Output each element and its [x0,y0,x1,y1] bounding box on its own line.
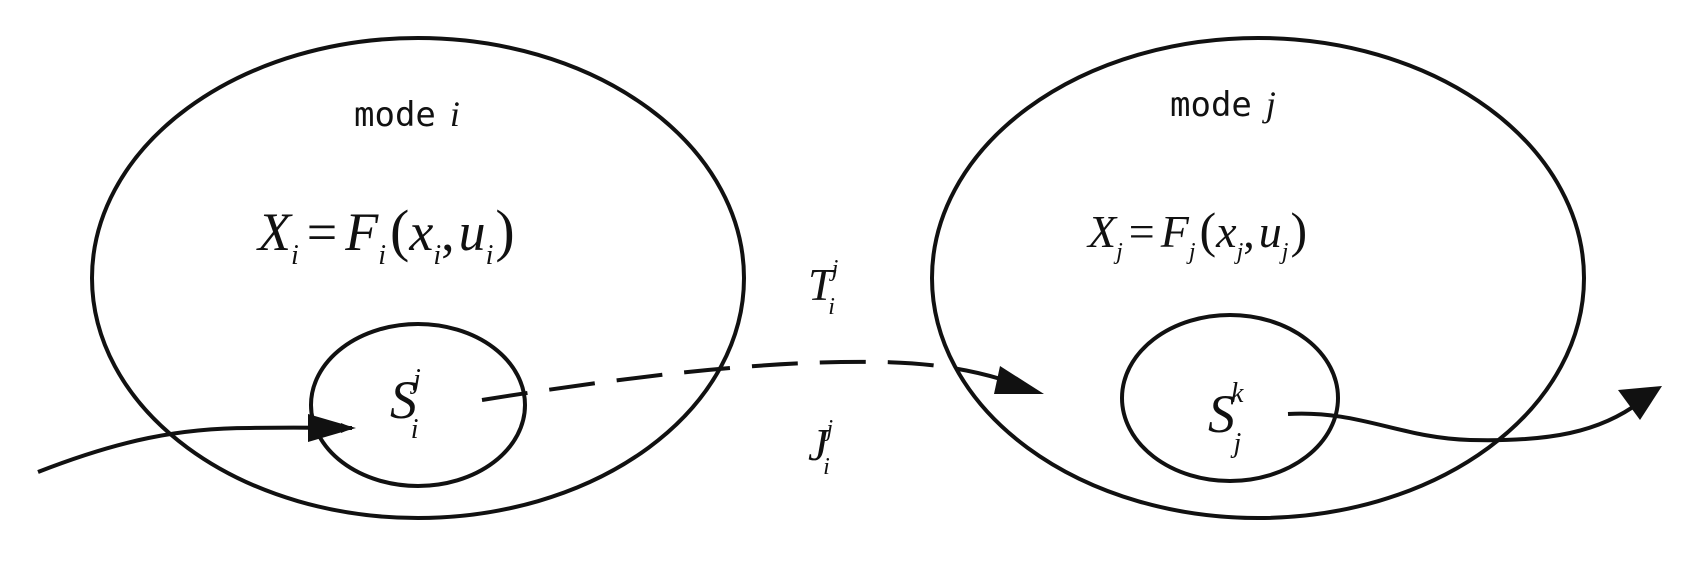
incoming-arrowhead [308,414,356,442]
mode-j-ellipse [930,36,1586,520]
set-s-i-j-ellipse [309,322,527,488]
mode-i-equation: Xi=Fi(xi,ui) [256,198,515,271]
set-s-j-k-ellipse [1120,313,1340,483]
mode-i-ellipse [90,36,746,520]
outgoing-trajectory-arrow [1287,400,1642,443]
incoming-trajectory-arrow [37,422,353,474]
outgoing-arrowhead [1618,386,1662,420]
mode-j-equation: Xj=Fj(xj,uj) [1086,202,1307,265]
dashed-transition-arrowhead [994,366,1044,394]
dashed-transition-arrow [481,359,1011,402]
